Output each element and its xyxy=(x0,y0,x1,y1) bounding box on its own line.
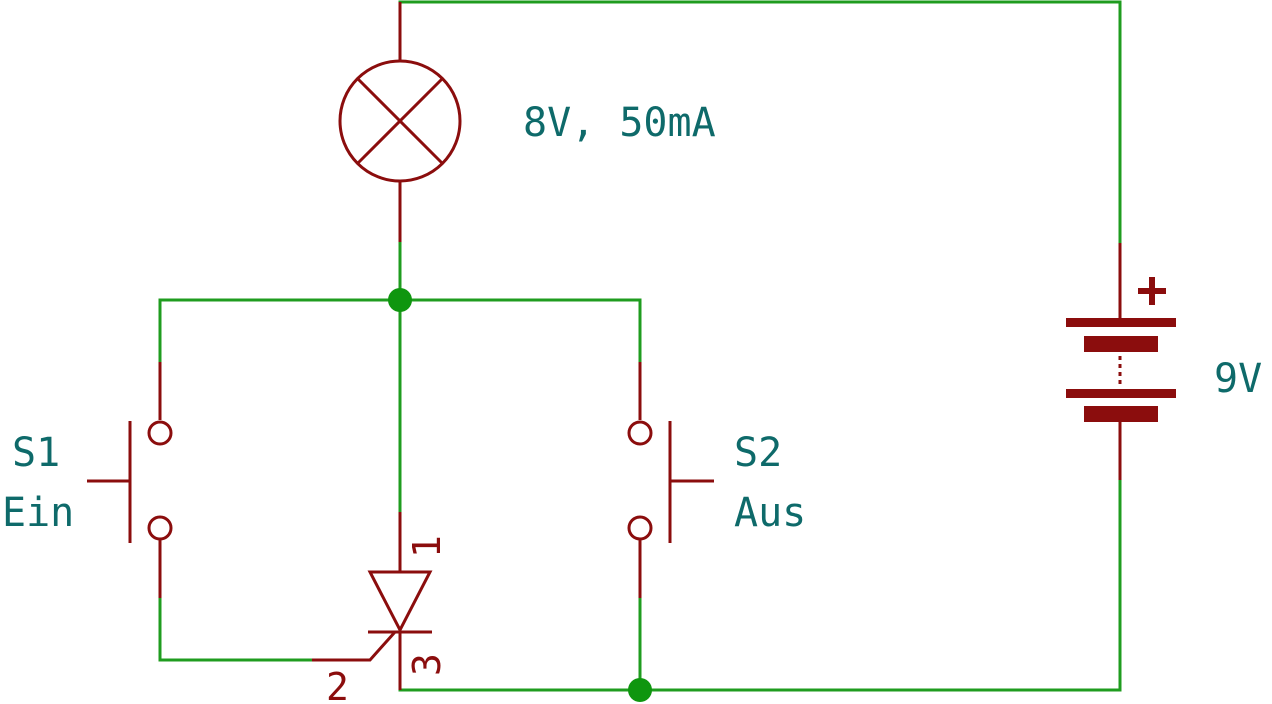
battery-voltage-label: 9V xyxy=(1214,356,1262,402)
lamp-rating-label: 8V, 50mA xyxy=(523,100,716,146)
junction-bottom xyxy=(628,678,652,702)
thyristor-symbol xyxy=(312,512,433,690)
thyristor-pin-2: 2 xyxy=(326,665,349,704)
junction-top xyxy=(388,288,412,312)
wire-s1-to-gate xyxy=(158,596,314,662)
switch-s1-name: Ein xyxy=(2,490,74,536)
thyristor-pin-3: 3 xyxy=(405,653,449,676)
battery-plus-vertical xyxy=(1149,277,1155,305)
switch-s2-symbol xyxy=(627,362,714,598)
switch-s2-name: Aus xyxy=(734,490,806,536)
switch-s2-ref: S2 xyxy=(734,430,782,476)
switch-s1-ref: S1 xyxy=(12,430,60,476)
wire-top xyxy=(398,0,1122,245)
lamp-symbol xyxy=(338,2,462,242)
switch-s1-symbol xyxy=(87,362,173,598)
thyristor-pin-1: 1 xyxy=(405,535,449,558)
battery-symbol xyxy=(1066,243,1176,480)
